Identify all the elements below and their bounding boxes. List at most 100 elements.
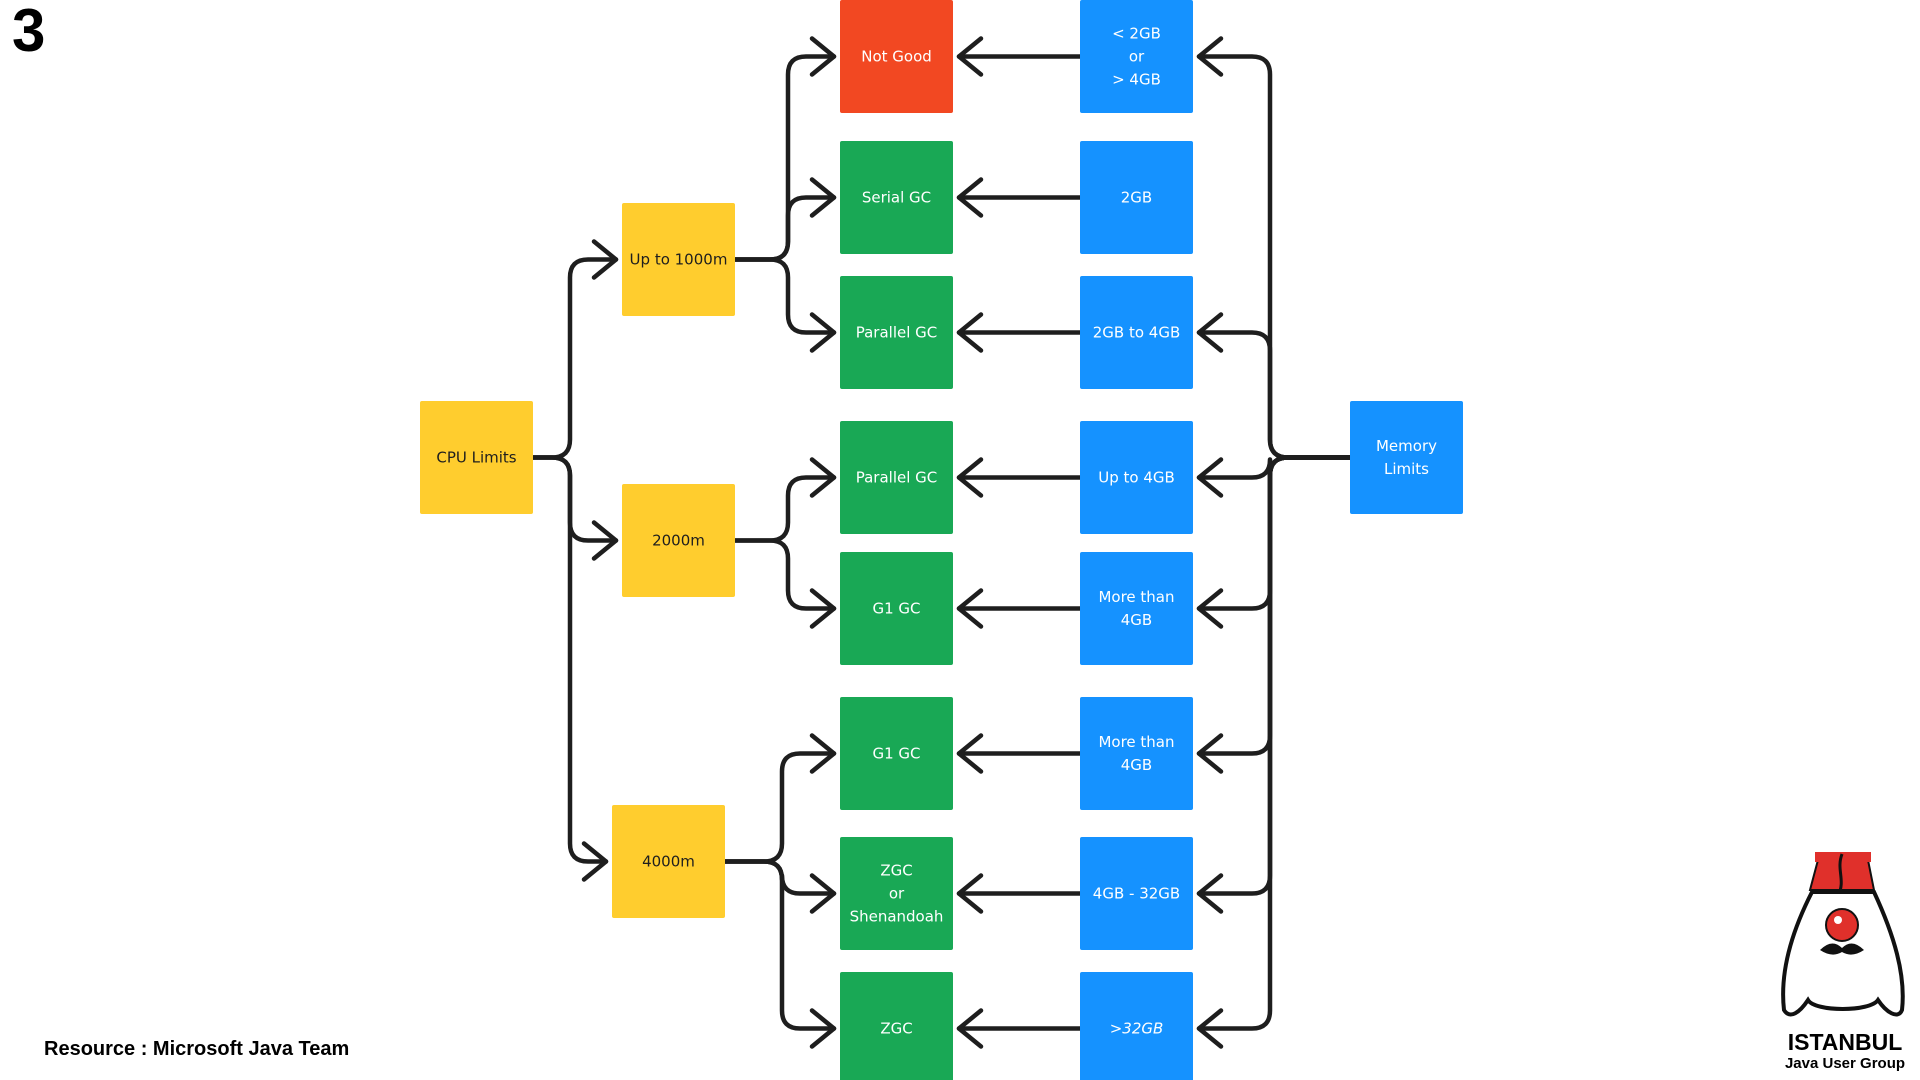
gc-result-box-label: G1 GC — [872, 745, 920, 763]
logo-title: ISTANBUL — [1788, 1029, 1903, 1055]
gc-result-bad-box-label: Not Good — [861, 48, 932, 66]
cpu-limits-box: CPU Limits — [420, 401, 533, 514]
memory-range-box: More than 4GB — [1080, 697, 1193, 810]
memory-range-box-label: 2GB to 4GB — [1093, 324, 1181, 342]
gc-result-box-shape — [840, 972, 953, 1080]
slide-number: 3 — [12, 0, 46, 64]
memory-range-box-label: 2GB — [1121, 189, 1152, 207]
memory-to-gc-arrowhead — [956, 457, 984, 498]
memory-to-gc-arrowhead — [956, 588, 984, 629]
memory-range-box-shape — [1080, 0, 1193, 113]
gc-result-box-label: ZGC — [880, 862, 912, 880]
memory-to-gc-arrowhead — [956, 177, 984, 218]
cpu-tier-box-label: 4000m — [642, 853, 695, 871]
gc-result-box-shape — [840, 552, 953, 665]
memory-range-box-shape — [1080, 552, 1193, 665]
diagram-boxes: CPU Limits Up to 1000m 2000m 4000m Not Good <… — [420, 0, 1463, 1080]
tier-to-gc-connector — [722, 859, 837, 1031]
gc-result-box: G1 GC — [840, 697, 953, 810]
cpu-to-tier-arrowhead — [581, 841, 609, 882]
memory-range-box-label: or — [1129, 48, 1145, 66]
memory-range-box-shape — [1080, 697, 1193, 810]
memory-to-gc-arrowhead — [956, 36, 984, 77]
memory-range-box: 2GB to 4GB — [1080, 276, 1193, 389]
gc-result-box: Serial GC — [840, 141, 953, 254]
memory-range-box: 4GB - 32GB — [1080, 837, 1193, 950]
memory-root-connector — [1196, 455, 1353, 896]
gc-result-box-shape — [840, 837, 953, 950]
memory-root-arrowhead — [1196, 1008, 1224, 1049]
memory-range-box-shape — [1080, 276, 1193, 389]
memory-range-box-shape — [1080, 837, 1193, 950]
gc-result-box-shape — [840, 421, 953, 534]
memory-range-box: Up to 4GB — [1080, 421, 1193, 534]
gc-result-box-label: Shenandoah — [850, 908, 944, 926]
memory-range-box-label: 4GB - 32GB — [1093, 885, 1180, 903]
gc-result-box: Parallel GC — [840, 421, 953, 534]
gc-result-box-label: Parallel GC — [856, 324, 938, 342]
memory-to-gc-arrowhead — [956, 312, 984, 353]
memory-range-box: >32GB — [1080, 972, 1193, 1080]
cpu-limits-box-label: CPU Limits — [436, 449, 516, 467]
memory-range-box-label: 4GB — [1121, 611, 1152, 629]
memory-to-gc-arrowhead — [956, 733, 984, 774]
memory-range-box-label: More than — [1098, 733, 1174, 751]
memory-root-arrowhead — [1196, 733, 1224, 774]
memory-root-arrowhead — [1196, 873, 1224, 914]
memory-range-box-shape — [1080, 421, 1193, 534]
cpu-tier-box-shape — [612, 805, 725, 918]
memory-to-gc-arrowhead — [956, 873, 984, 914]
tier-to-gc-arrowhead — [809, 312, 837, 353]
memory-range-box-label: < 2GB — [1112, 25, 1161, 43]
connectors — [530, 36, 1353, 1049]
cpu-tier-box: 4000m — [612, 805, 725, 918]
memory-range-box-label: 4GB — [1121, 756, 1152, 774]
gc-result-box-shape — [840, 697, 953, 810]
memory-root-connector — [1196, 455, 1353, 1031]
cpu-to-tier-connector — [530, 257, 619, 460]
memory-root-arrowhead — [1196, 588, 1224, 629]
memory-root-connector — [1196, 54, 1353, 460]
gc-result-bad-box: Not Good — [840, 0, 953, 113]
tier-to-gc-arrowhead — [809, 733, 837, 774]
tier-to-gc-connector — [732, 54, 837, 262]
cpu-tier-box-label: 2000m — [652, 532, 705, 550]
memory-range-box-label: >32GB — [1110, 1020, 1164, 1038]
cpu-tier-box: Up to 1000m — [622, 203, 735, 316]
tier-to-gc-arrowhead — [809, 873, 837, 914]
gc-result-box: G1 GC — [840, 552, 953, 665]
gc-result-box: Parallel GC — [840, 276, 953, 389]
gc-result-box-label: Parallel GC — [856, 469, 938, 487]
gc-result-box-label: G1 GC — [872, 600, 920, 618]
memory-root-arrowhead — [1196, 457, 1224, 498]
gc-result-box: ZGC — [840, 972, 953, 1080]
tier-to-gc-connector — [732, 538, 837, 611]
cpu-limits-box-shape — [420, 401, 533, 514]
cpu-tier-box-shape — [622, 203, 735, 316]
memory-range-box-shape — [1080, 972, 1193, 1080]
cpu-tier-box-label: Up to 1000m — [630, 251, 728, 269]
logo-subtitle: Java User Group — [1785, 1055, 1905, 1072]
cpu-to-tier-arrowhead — [591, 239, 619, 280]
memory-limits-box-label: Limits — [1384, 460, 1429, 478]
memory-limits-box-shape — [1350, 401, 1463, 514]
memory-range-box: 2GB — [1080, 141, 1193, 254]
fez-duke-mascot-icon — [1781, 852, 1905, 1017]
tier-to-gc-arrowhead — [809, 36, 837, 77]
gc-result-box-label: Serial GC — [862, 189, 931, 207]
memory-range-box: < 2GB or > 4GB — [1080, 0, 1193, 113]
cpu-tier-box-shape — [622, 484, 735, 597]
tier-to-gc-arrowhead — [809, 457, 837, 498]
gc-result-bad-box-shape — [840, 0, 953, 113]
gc-result-box-shape — [840, 141, 953, 254]
memory-range-box-label: > 4GB — [1112, 71, 1161, 89]
tier-to-gc-arrowhead — [809, 1008, 837, 1049]
tier-to-gc-arrowhead — [809, 177, 837, 218]
memory-range-box-label: Up to 4GB — [1098, 469, 1175, 487]
memory-limits-box-label: Memory — [1376, 437, 1437, 455]
tier-to-gc-connector — [732, 257, 837, 335]
